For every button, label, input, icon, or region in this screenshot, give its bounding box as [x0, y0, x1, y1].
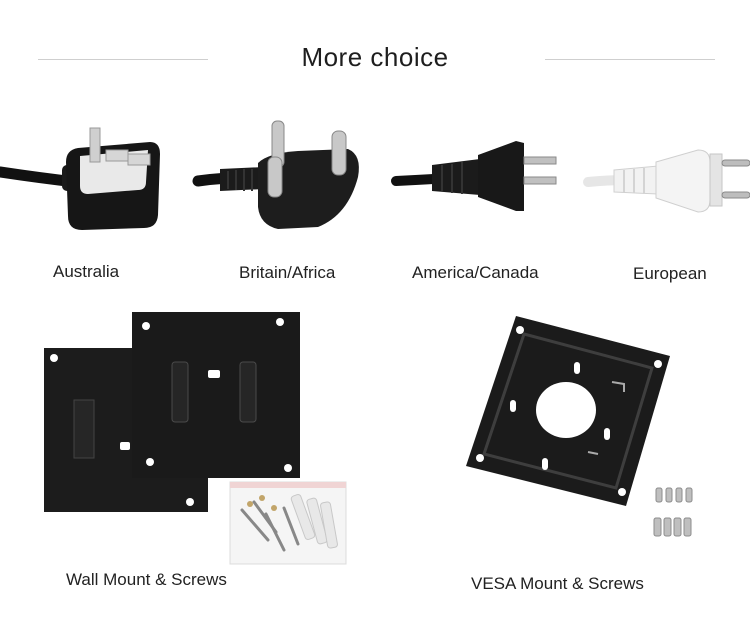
us-plug-image [391, 141, 557, 211]
vesa-mount-plate-image [466, 316, 670, 506]
plug-label-european: European [633, 264, 707, 283]
plug-label-britain-africa: Britain/Africa [239, 263, 336, 282]
wall-mount-plates-image [44, 312, 300, 512]
eu-plug-image [583, 149, 750, 213]
right-divider [545, 59, 715, 60]
round-pin-plug-image [192, 120, 359, 229]
plug-label-australia: Australia [53, 262, 120, 281]
vesa-screws-image [653, 487, 693, 537]
uk-plug-image [0, 127, 160, 230]
mount-label-vesa: VESA Mount & Screws [471, 574, 644, 593]
page-title: More choice [301, 42, 449, 72]
plug-label-america-canada: America/Canada [412, 263, 539, 282]
mount-label-wall: Wall Mount & Screws [66, 570, 227, 589]
screw-bag-image [229, 481, 347, 565]
left-divider [38, 59, 208, 60]
